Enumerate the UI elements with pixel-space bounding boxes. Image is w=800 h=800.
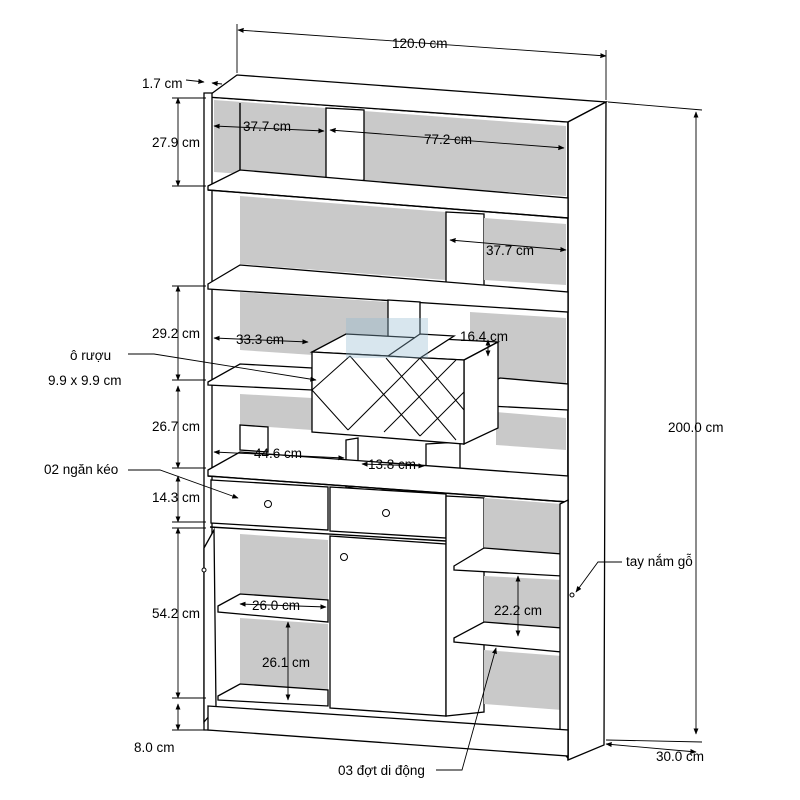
callout-leaders	[128, 353, 622, 771]
top-left-width-label: 37.7 cm	[243, 119, 291, 134]
shelf-2	[207, 264, 569, 313]
dimension-lines	[172, 24, 703, 755]
drawers	[209, 479, 447, 542]
top-right-width-label: 77.2 cm	[424, 132, 472, 147]
wine-cell-label: ô rượu	[70, 348, 111, 363]
dimension-labels: 120.0 cm 1.7 cm 27.9 cm 37.7 cm 77.2 cm …	[134, 36, 724, 764]
adjustable-shelves-label: 03 đợt di động	[338, 763, 425, 778]
lower-shelf-height-label: 26.7 cm	[152, 419, 200, 434]
cabinet-shelf-width-label: 26.0 cm	[252, 598, 300, 613]
handle-label: tay nắm gỗ	[626, 554, 693, 569]
lower-left-width-label: 44.6 cm	[254, 446, 302, 461]
cabinet-lower-height-label: 26.1 cm	[262, 655, 310, 670]
shelf-1	[207, 169, 569, 219]
middle-shelf-height-label: 29.2 cm	[152, 326, 200, 341]
cabinet-height-label: 54.2 cm	[152, 606, 200, 621]
right-shelf-height-label: 22.2 cm	[494, 603, 542, 618]
center-door	[329, 535, 447, 717]
plinth	[207, 705, 569, 757]
watermark-logo	[346, 318, 428, 358]
plinth-height-label: 8.0 cm	[134, 740, 175, 755]
small-compartment-width-label: 13.8 cm	[368, 457, 416, 472]
middle-left-width-label: 33.3 cm	[236, 332, 284, 347]
wine-rack	[309, 333, 501, 446]
drawer-right-knob	[382, 509, 390, 517]
total-width-label: 120.0 cm	[392, 36, 448, 51]
lower-cabinet	[201, 495, 575, 760]
wooden-handle	[569, 592, 575, 598]
left-door	[203, 527, 217, 724]
wine-rack-depth-label: 16.4 cm	[460, 329, 508, 344]
panel-thickness-label: 1.7 cm	[142, 76, 183, 91]
second-right-width-label: 37.7 cm	[486, 243, 534, 258]
right-door	[559, 498, 569, 760]
depth-label: 30.0 cm	[656, 749, 704, 764]
drawers-label: 02 ngăn kéo	[44, 462, 118, 477]
top-shelf-height-label: 27.9 cm	[152, 135, 200, 150]
wine-rack-front	[311, 351, 465, 445]
right-side-panel	[567, 100, 607, 761]
total-height-label: 200.0 cm	[668, 420, 724, 435]
callout-labels: ô rượu 9.9 x 9.9 cm 02 ngăn kéo tay nắm …	[44, 348, 693, 778]
center-door-knob	[340, 553, 348, 561]
wine-cell-size-label: 9.9 x 9.9 cm	[48, 373, 122, 388]
drawer-height-label: 14.3 cm	[152, 490, 200, 505]
drawer-left-knob	[264, 500, 272, 508]
